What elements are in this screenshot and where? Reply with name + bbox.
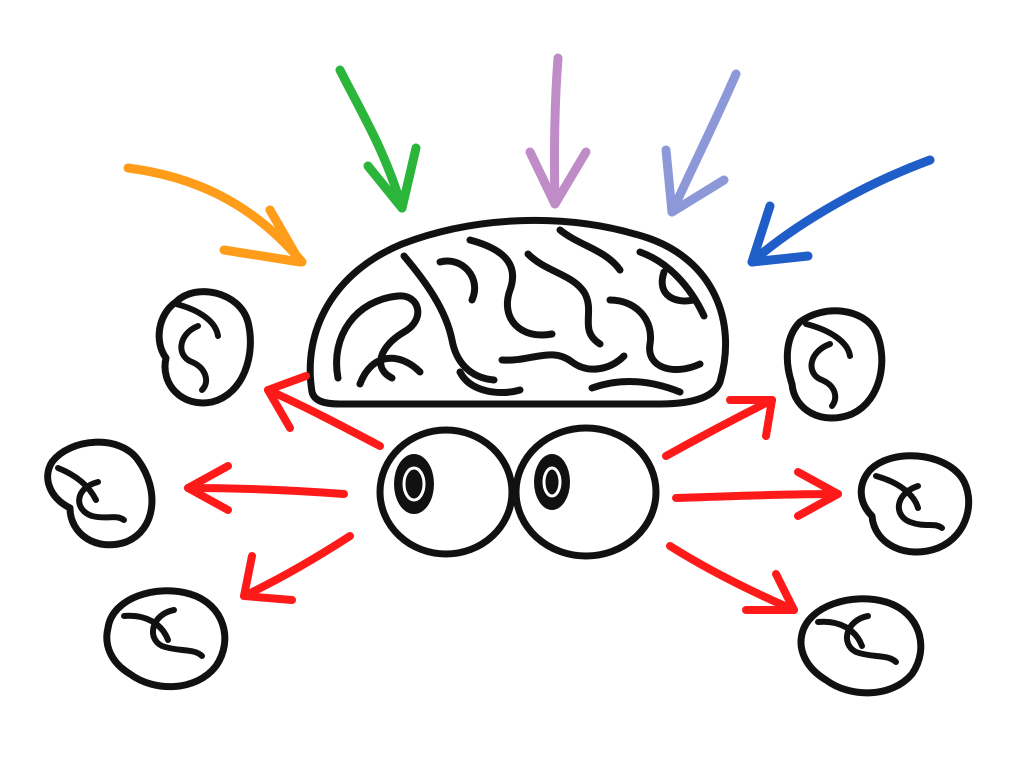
incoming-arrows xyxy=(123,53,935,267)
ears xyxy=(44,288,973,697)
outgoing-arrow-upper-right xyxy=(662,396,776,460)
eye-icon xyxy=(376,426,516,558)
outgoing-arrow-lower-right xyxy=(666,542,798,614)
ear-icon xyxy=(44,438,156,549)
brain-icon xyxy=(306,216,730,408)
brain-shape xyxy=(306,216,730,408)
ear-icon xyxy=(797,595,925,697)
incoming-arrow-orange xyxy=(123,163,307,267)
outgoing-arrow-lower-left xyxy=(240,532,354,604)
left-pupil-ring xyxy=(402,466,426,502)
brain-folds xyxy=(333,226,708,396)
incoming-arrow-lavender xyxy=(661,69,741,217)
outgoing-arrow-middle-left xyxy=(184,462,348,514)
ear-icon xyxy=(783,307,886,422)
left-eye-white xyxy=(376,426,516,558)
ear-icon xyxy=(155,288,254,407)
incoming-arrow-purple xyxy=(525,53,591,209)
right-pupil xyxy=(534,454,570,510)
eye-icon xyxy=(512,424,660,560)
right-pupil-ring xyxy=(542,466,562,498)
left-pupil xyxy=(394,454,434,514)
eyes xyxy=(376,424,660,560)
incoming-arrow-blue xyxy=(747,155,935,267)
outgoing-arrow-upper-left xyxy=(264,372,384,450)
outgoing-arrows xyxy=(184,372,842,614)
ear-icon xyxy=(857,452,973,556)
incoming-arrow-green xyxy=(335,65,421,213)
ear-icon xyxy=(103,587,229,691)
right-eye-white xyxy=(512,424,660,560)
outgoing-arrow-middle-right xyxy=(672,468,842,520)
